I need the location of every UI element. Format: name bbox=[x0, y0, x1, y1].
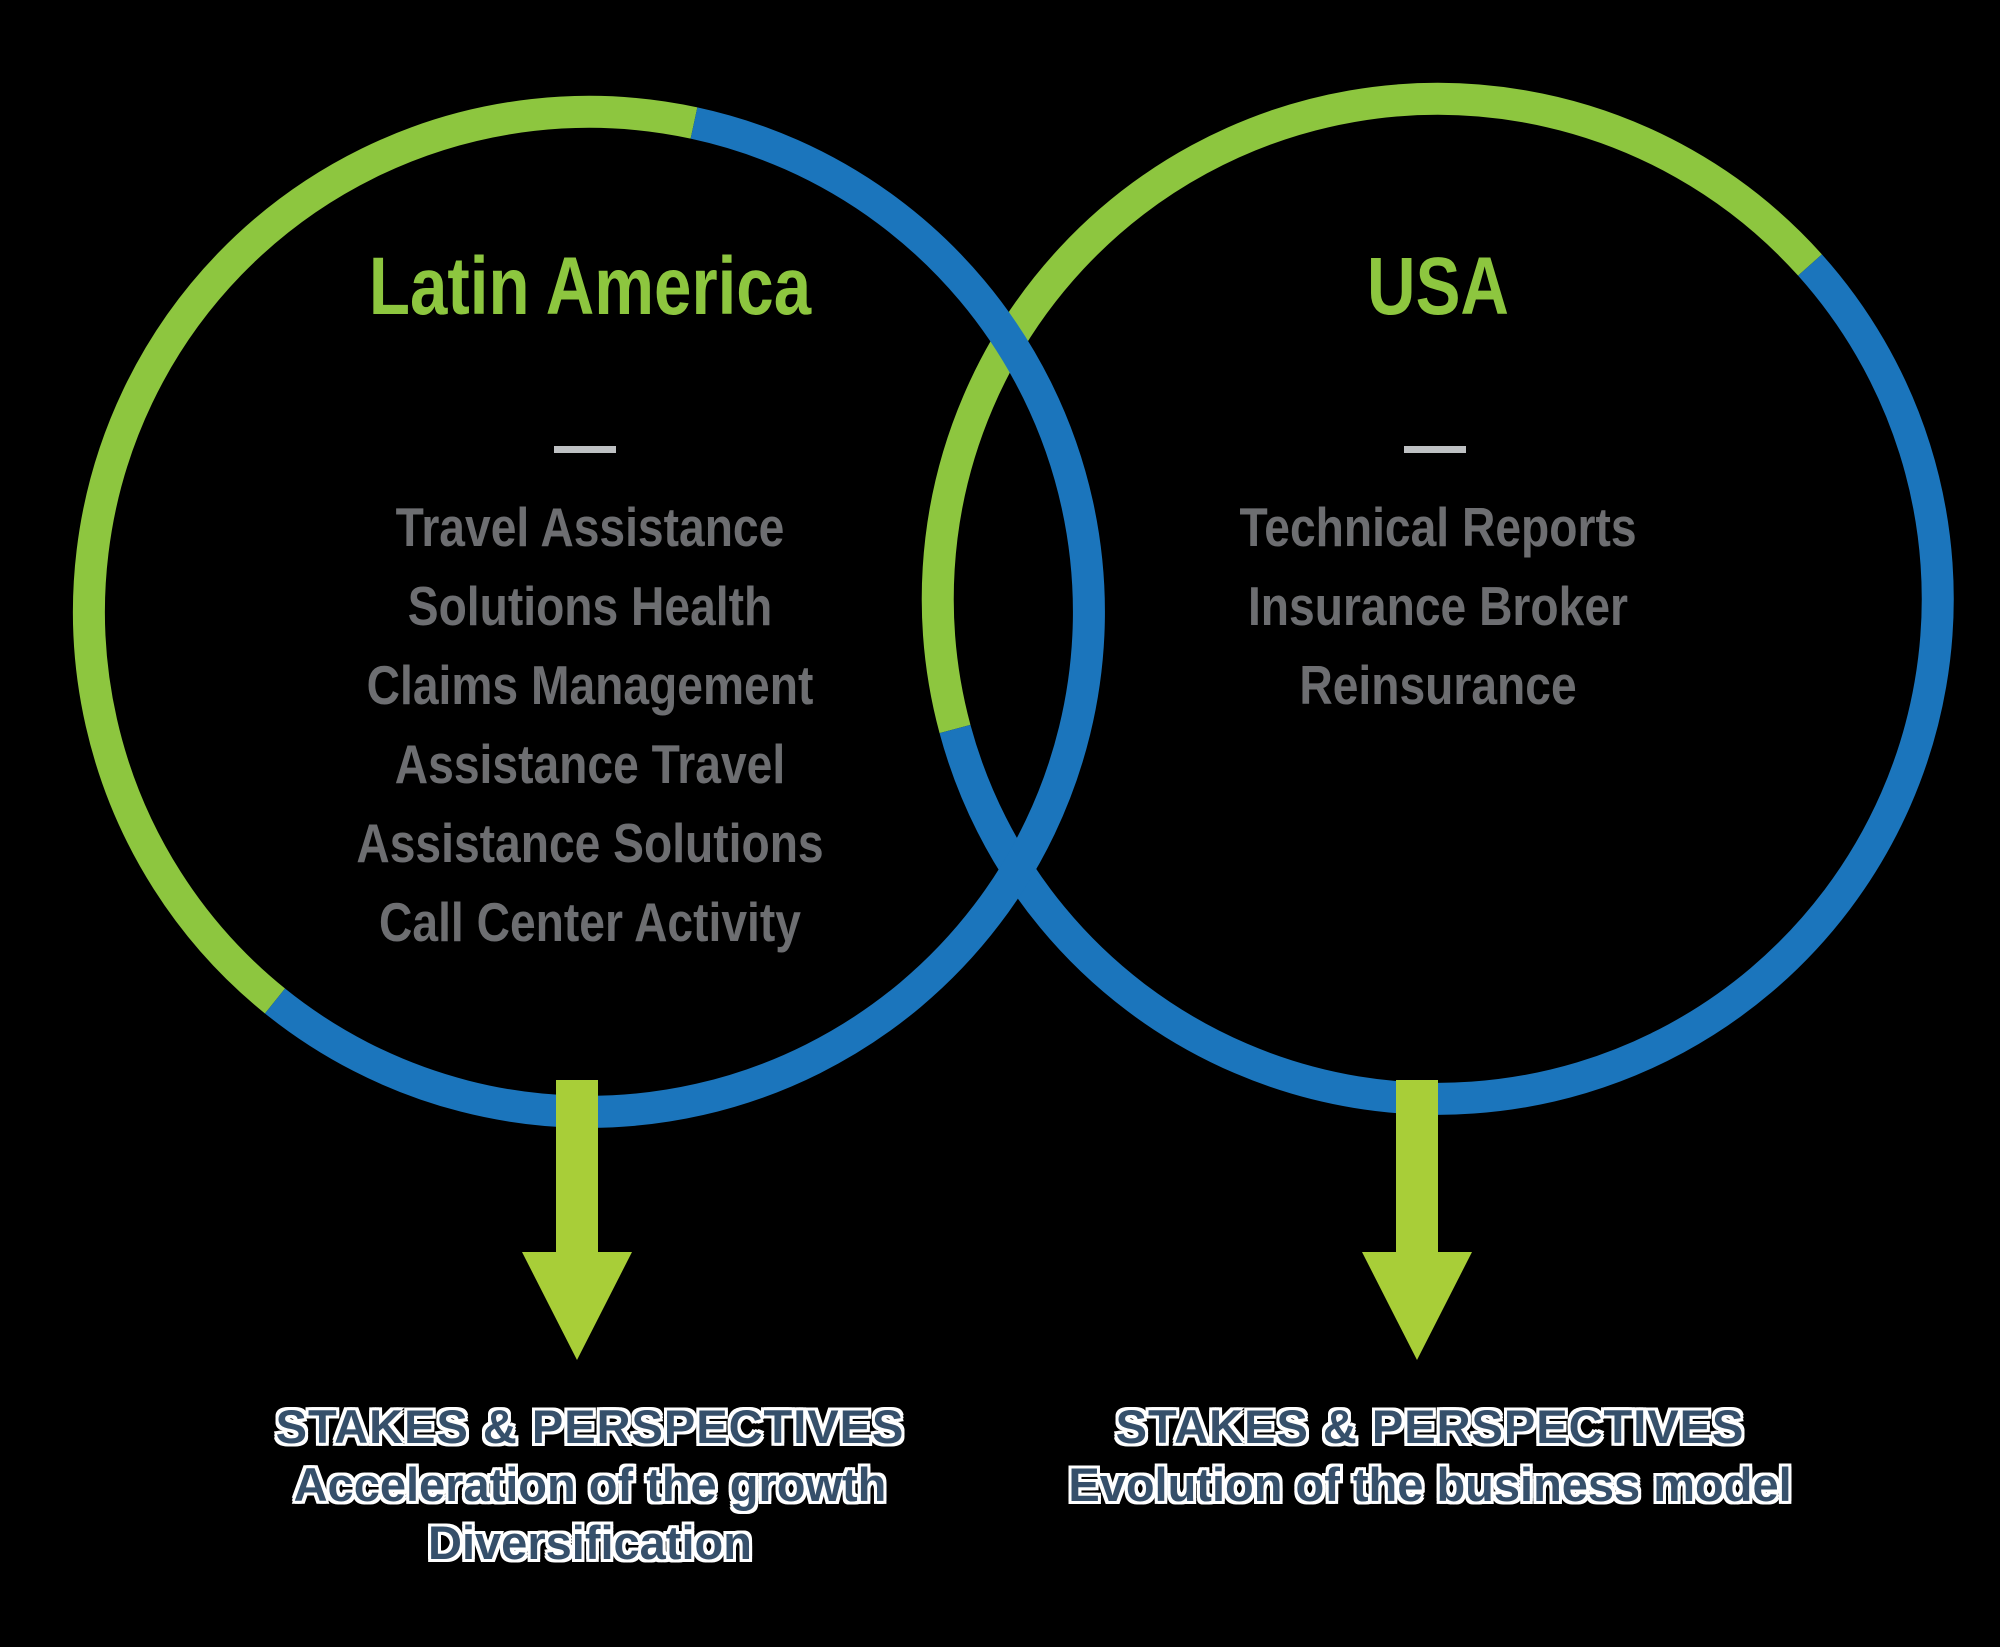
right-circle-title: USA bbox=[1367, 241, 1509, 332]
left-circle-green-arc bbox=[72, 95, 698, 1014]
right-down-arrow-icon bbox=[1362, 1080, 1472, 1360]
list-item: Assistance Travel bbox=[394, 733, 786, 795]
left-outcome-block: STAKES & PERSPECTIVES Acceleration of th… bbox=[40, 1398, 1140, 1572]
right-outcome-heading: STAKES & PERSPECTIVES bbox=[1115, 1400, 1745, 1453]
left-outcome-line: Diversification bbox=[428, 1516, 752, 1569]
left-down-arrow-icon bbox=[522, 1080, 632, 1360]
right-circle-green-arc bbox=[921, 82, 1822, 734]
right-outcome-block: STAKES & PERSPECTIVES Evolution of the b… bbox=[880, 1398, 1980, 1514]
left-divider bbox=[554, 446, 616, 453]
list-item: Call Center Activity bbox=[379, 891, 801, 953]
list-item: Insurance Broker bbox=[1247, 575, 1629, 637]
right-circle-blue-arc bbox=[939, 254, 1954, 1115]
left-outcome-line: Acceleration of the growth bbox=[293, 1458, 887, 1511]
left-circle-list: Travel Assistance Solutions Health Claim… bbox=[170, 488, 1010, 962]
list-item: Assistance Solutions bbox=[356, 812, 824, 874]
list-item: Technical Reports bbox=[1239, 496, 1637, 558]
right-divider bbox=[1404, 446, 1466, 453]
right-circle-list: Technical Reports Insurance Broker Reins… bbox=[1018, 488, 1858, 725]
left-circle-title: Latin America bbox=[368, 241, 812, 332]
left-circle-blue-arc bbox=[264, 107, 1105, 1128]
left-outcome-heading: STAKES & PERSPECTIVES bbox=[275, 1400, 905, 1453]
list-item: Reinsurance bbox=[1299, 654, 1577, 716]
list-item: Travel Assistance bbox=[395, 496, 785, 558]
right-outcome-line: Evolution of the business model bbox=[1068, 1458, 1792, 1511]
list-item: Solutions Health bbox=[407, 575, 773, 637]
list-item: Claims Management bbox=[366, 654, 814, 716]
